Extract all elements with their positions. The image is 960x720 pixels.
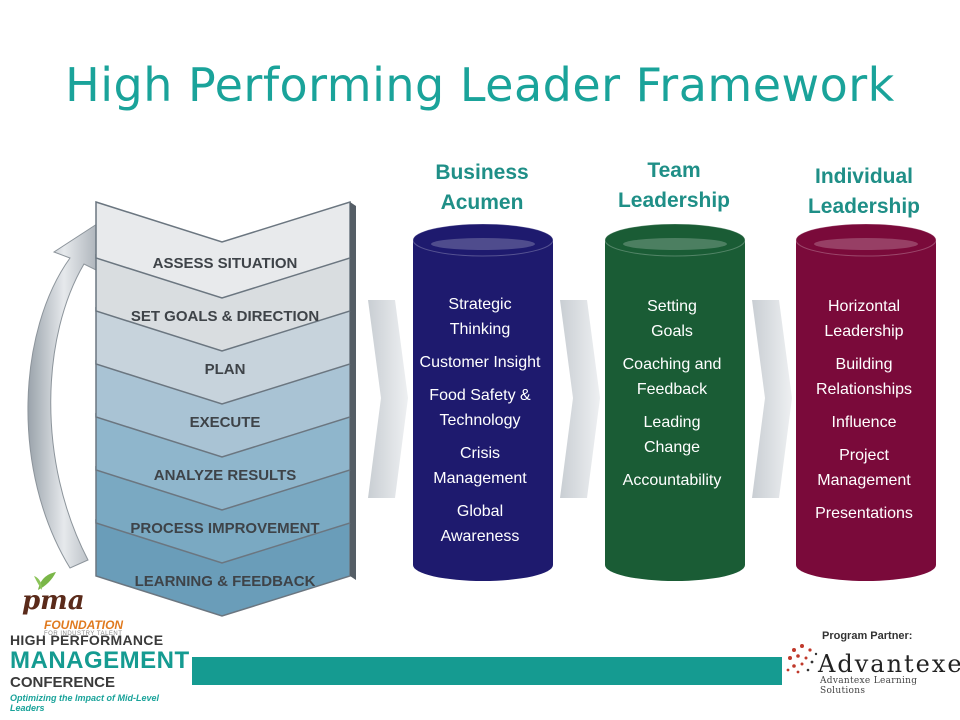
connector-arrow-2 [560, 300, 600, 498]
footer-band [192, 657, 782, 685]
connector-arrow-3 [752, 300, 792, 498]
cylinder-2 [604, 223, 746, 581]
process-step-7: LEARNING & FEEDBACK [95, 518, 356, 617]
competency-item: Food Safety &Technology [429, 387, 531, 429]
process-step-label: ANALYZE RESULTS [154, 467, 297, 484]
connector-arrow-1 [368, 300, 408, 498]
process-step-label: SET GOALS & DIRECTION [131, 308, 319, 325]
competency-item: Influence [831, 414, 897, 431]
competency-item: Presentations [815, 505, 913, 522]
process-step-label: LEARNING & FEEDBACK [135, 573, 316, 590]
cycle-arrow [27, 221, 101, 569]
leaf-icon [34, 572, 56, 590]
process-step-2: SET GOALS & DIRECTION [95, 253, 356, 352]
process-step-label: ASSESS SITUATION [153, 255, 298, 272]
process-step-label: PROCESS IMPROVEMENT [130, 520, 319, 537]
cylinder-1 [412, 223, 554, 581]
page-title: High Performing Leader Framework [65, 58, 895, 112]
process-step-label: PLAN [205, 361, 246, 378]
program-partner-label: Program Partner: [822, 630, 913, 642]
competency-item: Accountability [622, 472, 722, 489]
advantexe-dots-icon [786, 644, 818, 674]
process-step-label: EXECUTE [190, 414, 261, 431]
advantexe-subtitle: Advantexe Learning Solutions [820, 676, 918, 696]
conference-logo: HIGH PERFORMANCE MANAGEMENT CONFERENCE O… [10, 632, 190, 713]
process-step-5: ANALYZE RESULTS [95, 412, 356, 511]
cylinder-3 [795, 223, 937, 581]
competency-item: Customer Insight [419, 354, 541, 371]
process-step-1: ASSESS SITUATION [95, 200, 356, 299]
advantexe-logo: Advantexe [818, 650, 960, 678]
